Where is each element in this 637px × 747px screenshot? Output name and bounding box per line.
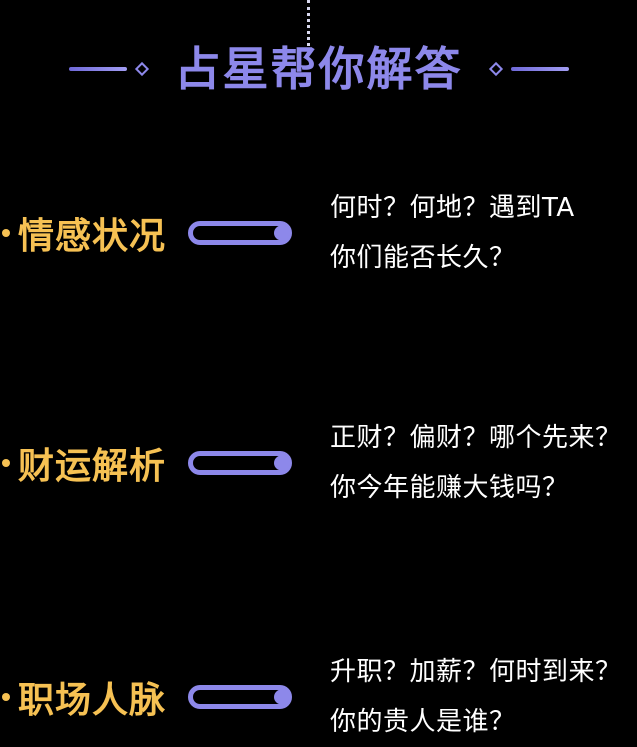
section-emotion: 情感状况 何时？何地？遇到TA 你们能否长久？ [0, 183, 637, 283]
question-line: 正财？偏财？哪个先来？ [330, 423, 622, 453]
arrow-dot-icon [274, 689, 290, 705]
arrow-pill-icon [188, 451, 293, 475]
bullet-icon [2, 693, 10, 701]
section-career: 职场人脉 升职？加薪？何时到来？ 你的贵人是谁？ [0, 647, 637, 747]
arrow-capsule-icon [188, 685, 293, 709]
right-line-icon [510, 67, 569, 72]
section-emotion-left: 情感状况 [0, 207, 330, 259]
arrow-dot-icon [274, 225, 290, 241]
right-decoration [488, 62, 569, 77]
section-wealth: 财运解析 正财？偏财？哪个先来？ 你今年能赚大钱吗？ [0, 413, 637, 513]
section-emotion-text: 何时？何地？遇到TA 你们能否长久？ [330, 183, 575, 283]
left-decoration [68, 62, 149, 77]
header: 占星帮你解答 [0, 44, 637, 95]
dotted-line-decoration [307, 0, 310, 46]
right-diamond-icon [488, 62, 503, 77]
arrow-capsule-icon [188, 451, 293, 475]
section-label: 情感状况 [18, 216, 167, 257]
question-line: 何时？何地？遇到TA [330, 193, 575, 223]
page-title: 占星帮你解答 [174, 42, 463, 96]
arrow-pill-icon [188, 221, 293, 245]
arrow-capsule-icon [188, 221, 293, 245]
section-career-left: 职场人脉 [0, 671, 330, 723]
bullet-icon [2, 229, 10, 237]
left-diamond-icon [134, 62, 149, 77]
question-line: 升职？加薪？何时到来？ [330, 657, 622, 687]
bullet-icon [2, 459, 10, 467]
arrow-pill-icon [188, 685, 293, 709]
question-line: 你今年能赚大钱吗？ [330, 473, 569, 503]
section-label: 财运解析 [18, 446, 167, 487]
left-line-icon [68, 67, 127, 72]
section-career-text: 升职？加薪？何时到来？ 你的贵人是谁？ [330, 647, 622, 747]
question-line: 你的贵人是谁？ [330, 707, 516, 737]
section-label: 职场人脉 [18, 680, 167, 721]
section-wealth-left: 财运解析 [0, 437, 330, 489]
section-wealth-text: 正财？偏财？哪个先来？ 你今年能赚大钱吗？ [330, 413, 622, 513]
arrow-dot-icon [274, 455, 290, 471]
question-line: 你们能否长久？ [330, 243, 516, 273]
